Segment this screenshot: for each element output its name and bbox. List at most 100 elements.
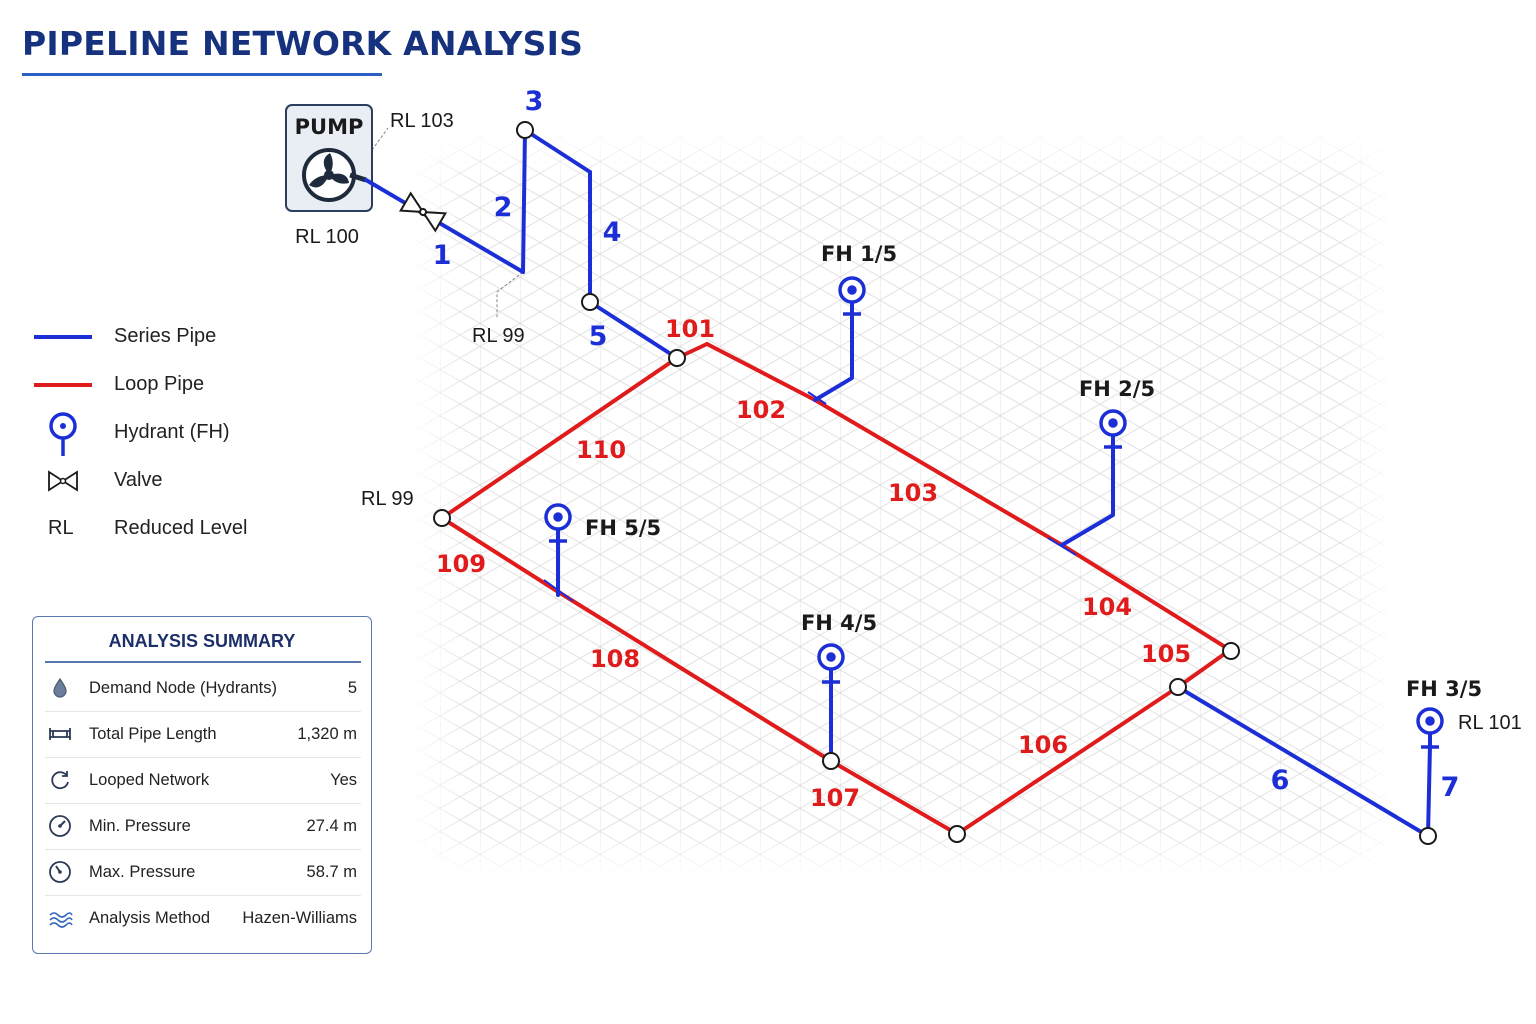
summary-value: Yes [330, 771, 357, 789]
loop-pipe-label: 102 [736, 396, 786, 424]
title-underline [22, 73, 382, 76]
legend-item-series-pipe: Series Pipe [30, 318, 360, 366]
rl-symbol: RL [48, 517, 74, 539]
hydrant-label: FH 5/5 [585, 516, 661, 540]
loop-pipe-109[interactable] [440, 516, 562, 595]
summary-label: Total Pipe Length [89, 725, 217, 743]
isometric-grid [410, 130, 1395, 880]
summary-value: 27.4 m [306, 817, 357, 835]
series-pipe-2[interactable] [521, 128, 527, 274]
series-pipe-label: 2 [494, 192, 513, 223]
loop-pipe-label: 107 [810, 784, 860, 812]
loop-arrows-icon [51, 771, 69, 790]
series-pipe-3[interactable] [523, 128, 592, 174]
node[interactable] [822, 752, 840, 770]
loop-pipe-105[interactable] [1176, 648, 1232, 689]
summary-value: 58.7 m [306, 863, 357, 881]
series-pipe-label: 7 [1441, 772, 1460, 803]
pump-label: PUMP [295, 115, 364, 139]
analysis-summary-panel: ANALYSIS SUMMARY Demand Node (Hydrants) … [32, 616, 372, 954]
node[interactable] [948, 825, 966, 843]
summary-label: Looped Network [89, 771, 210, 789]
pipe-length-icon [49, 728, 71, 740]
summary-value: 5 [347, 679, 357, 697]
summary-label: Demand Node (Hydrants) [89, 679, 277, 697]
hydrant-icon[interactable] [1099, 409, 1127, 449]
gauge-icon [49, 861, 71, 883]
hydrant-label: FH 1/5 [821, 242, 897, 266]
hydrant-icon[interactable] [544, 503, 572, 543]
legend-label: Series Pipe [114, 325, 217, 347]
series-pipe-7[interactable] [1426, 743, 1432, 838]
hydrant-icon[interactable] [1416, 707, 1444, 749]
series-pipe-label: 5 [589, 321, 608, 352]
rl-103-leader [371, 127, 389, 151]
hydrant-label: FH 2/5 [1079, 377, 1155, 401]
hydrant-branch-2 [1060, 432, 1115, 547]
reduced-level-label: RL 99 [361, 488, 414, 510]
loop-pipe-110[interactable] [440, 356, 679, 520]
loop-pipe-label: 109 [436, 550, 486, 578]
legend-label: Valve [114, 469, 163, 491]
reduced-level-label: RL 101 [1458, 712, 1522, 734]
loop-pipe-108[interactable] [558, 591, 833, 763]
series-pipe-label: 6 [1271, 765, 1290, 796]
legend: Series Pipe Loop Pipe Hydrant (FH) Valve… [30, 318, 360, 558]
valve-icon[interactable] [399, 191, 447, 233]
loop-pipe-label: 108 [590, 645, 640, 673]
summary-row-looped-network: Looped Network Yes [45, 757, 361, 804]
summary-value: Hazen-Williams [242, 909, 357, 927]
node[interactable] [1169, 678, 1187, 696]
loop-pipe-107[interactable] [829, 759, 959, 836]
loop-pipe-104[interactable] [1060, 543, 1232, 652]
summary-label: Min. Pressure [89, 817, 191, 835]
legend-item-reduced-level: RL Reduced Level [30, 510, 360, 558]
node[interactable] [1419, 827, 1437, 845]
pump[interactable]: PUMP [285, 104, 373, 212]
series-pipe-label: 3 [525, 86, 544, 117]
series-pipe-6[interactable] [1176, 685, 1430, 838]
node[interactable] [433, 509, 451, 527]
summary-row-demand-node: Demand Node (Hydrants) 5 [45, 665, 361, 712]
loop-pipe-label: 103 [888, 479, 938, 507]
gauge-icon [49, 815, 71, 837]
summary-row-total-pipe-length: Total Pipe Length 1,320 m [45, 711, 361, 758]
summary-row-analysis-method: Analysis Method Hazen-Williams [45, 895, 361, 941]
summary-label: Max. Pressure [89, 863, 196, 881]
loop-pipe-label: 101 [665, 315, 715, 343]
summary-title: ANALYSIS SUMMARY [108, 631, 296, 651]
pump-fan-icon [302, 148, 367, 202]
droplet-icon [53, 677, 67, 698]
summary-row-max-pressure: Max. Pressure 58.7 m [45, 849, 361, 896]
loop-pipe-106[interactable] [955, 685, 1180, 836]
loop-pipe-label: 110 [576, 436, 626, 464]
series-pipe-line-icon [34, 335, 92, 339]
node[interactable] [581, 293, 599, 311]
loop-pipe-label: 105 [1141, 640, 1191, 668]
hydrant-icon[interactable] [838, 276, 866, 316]
legend-label: Reduced Level [114, 517, 248, 539]
loop-pipe-label: 104 [1082, 593, 1132, 621]
series-pipe-5[interactable] [588, 300, 679, 360]
summary-divider [45, 661, 361, 663]
legend-label: Hydrant (FH) [114, 421, 230, 443]
node[interactable] [1222, 642, 1240, 660]
hydrant-icon[interactable] [817, 643, 845, 684]
legend-item-loop-pipe: Loop Pipe [30, 366, 360, 414]
node[interactable] [516, 121, 534, 139]
legend-item-valve: Valve [30, 462, 360, 510]
loop-pipe-label: 106 [1018, 731, 1068, 759]
summary-row-min-pressure: Min. Pressure 27.4 m [45, 803, 361, 850]
summary-label: Analysis Method [89, 909, 211, 927]
loop-pipe-line-icon [34, 383, 92, 387]
loop-pipe-102[interactable] [705, 342, 817, 402]
node[interactable] [668, 349, 686, 367]
legend-label: Loop Pipe [114, 373, 205, 395]
loop-pipe-103[interactable] [813, 398, 1064, 547]
valve-icon [48, 470, 78, 492]
reduced-level-label: RL 103 [390, 110, 454, 132]
hydrant-label: FH 4/5 [801, 611, 877, 635]
series-pipe-1[interactable] [364, 178, 525, 274]
summary-value: 1,320 m [297, 725, 357, 743]
